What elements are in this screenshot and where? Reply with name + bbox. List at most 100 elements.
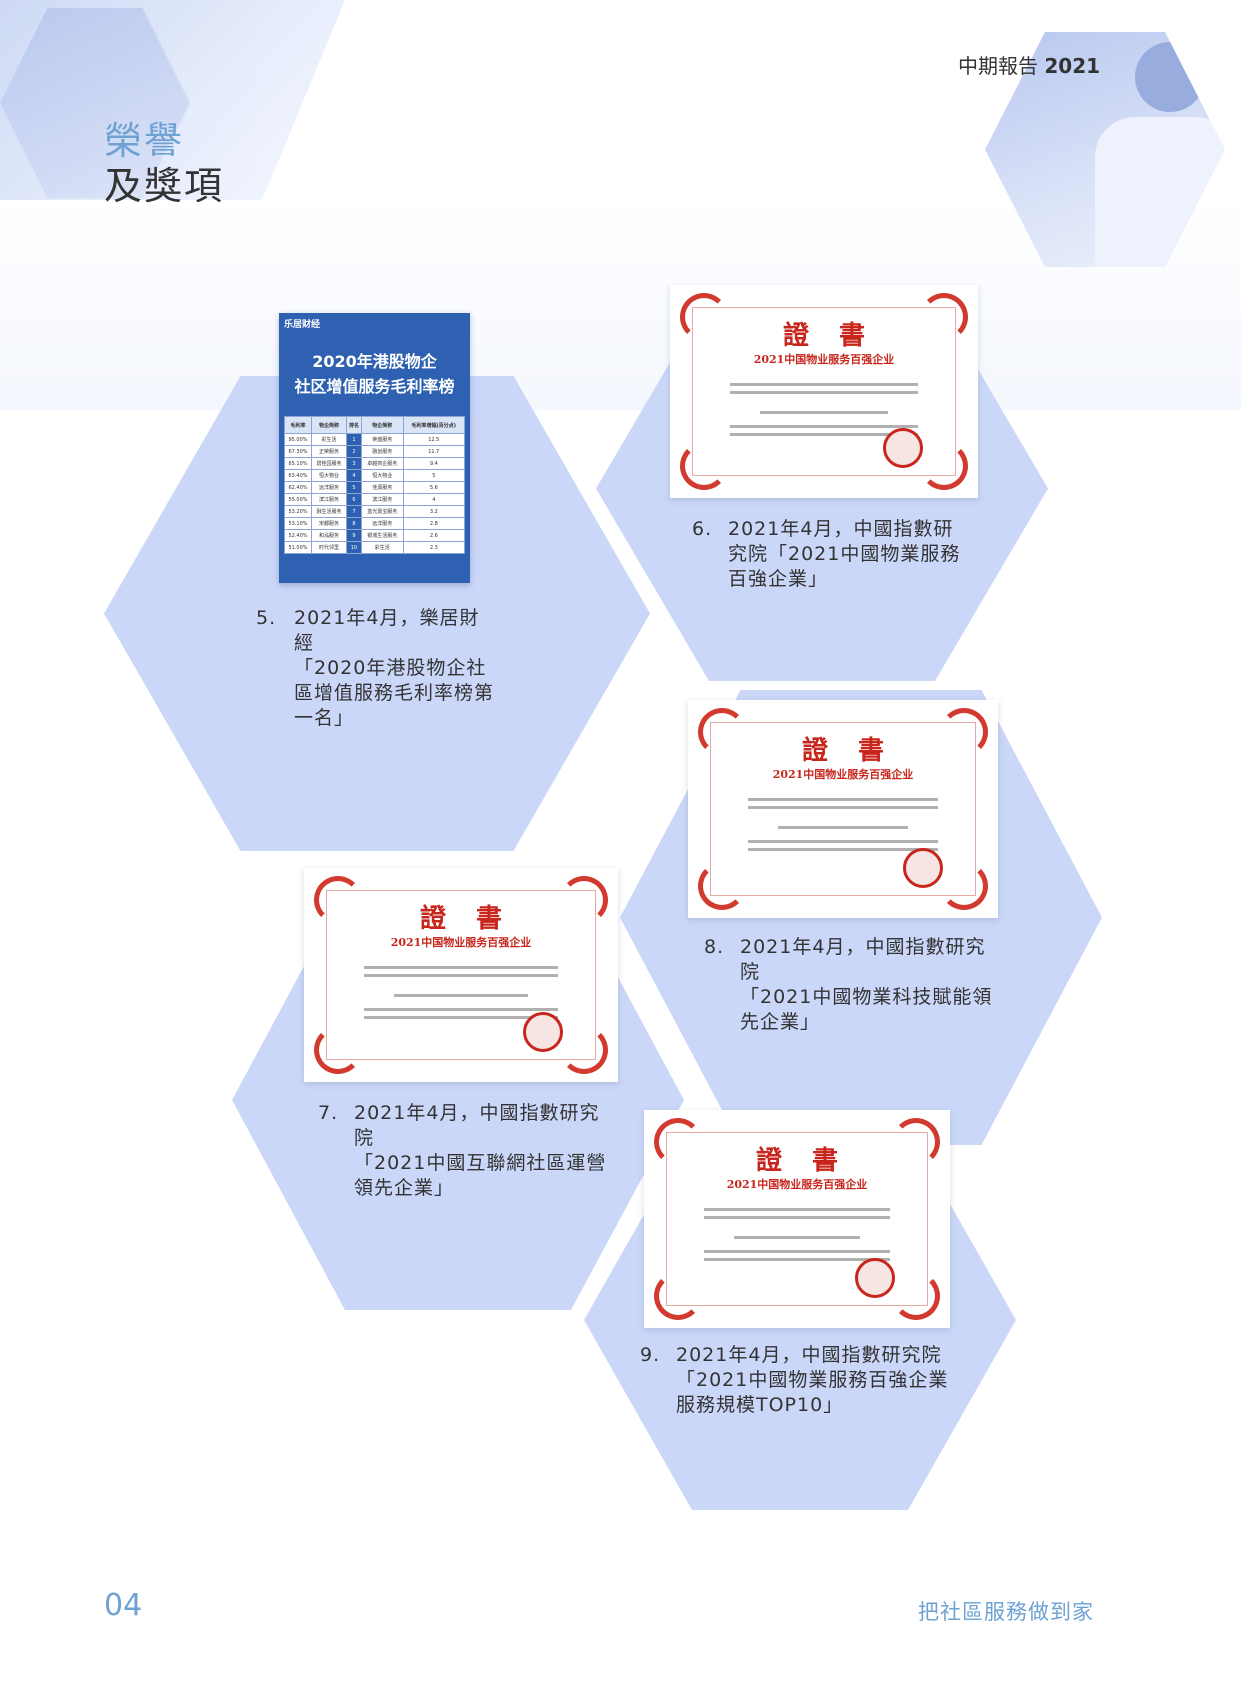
award-text-line: 2021年4月，中國指數研究院 (354, 1102, 600, 1149)
award-caption-9: 9. 2021年4月，中國指數研究院 「2021中國物業服務百強企業 服務規模T… (640, 1343, 960, 1418)
ranking-table-cell: 佳源服务 (360, 481, 404, 494)
ranking-table-cell: 融创服务 (360, 445, 404, 458)
ranking-col-header: 物企简称 (360, 416, 404, 434)
header-photo-left (0, 0, 345, 200)
ranking-table-cell: 53.10% (283, 517, 313, 530)
certificate-heading: 證書 (419, 904, 532, 934)
award-caption-6: 6. 2021年4月，中國指數研 究院「2021中國物業服務 百強企業」 (692, 517, 962, 592)
award-text-line: 先企業」 (740, 1011, 821, 1033)
ranking-table-cell: 67.30% (283, 445, 313, 458)
ranking-table-cell: 宋都服务 (311, 517, 348, 530)
ranking-table-cell: 10 (346, 541, 362, 554)
certificate-heading: 證書 (782, 321, 895, 351)
ranking-table-cell: 12.5 (402, 433, 466, 446)
ranking-table-cell: 5.6 (402, 481, 466, 494)
ranking-table-cell: 2.6 (402, 529, 466, 542)
ranking-table-cell: 2.3 (402, 541, 466, 554)
ranking-table-cell: 卓越商企服务 (360, 457, 404, 470)
page-title-line2: 及獎項 (104, 164, 225, 208)
award-text-line: 服務規模TOP10」 (676, 1394, 844, 1416)
ranking-list-image: 乐居财经 2020年港股物企 社区增值服务毛利率榜 毛利率 物企简称 排名 物企… (279, 313, 470, 583)
certificate-image-7: 證書 2021中国物业服务百强企业 (304, 868, 618, 1082)
award-caption-8: 8. 2021年4月，中國指數研究院 「2021中國物業科技賦能領 先企業」 (704, 935, 1004, 1035)
award-text-line: 「2021中國互聯網社區運營 (354, 1152, 607, 1174)
ranking-table-cell: 9 (346, 529, 362, 542)
award-text-line: 2021年4月，中國指數研究院 (676, 1344, 942, 1366)
award-text-line: 一名」 (294, 707, 355, 729)
ranking-table-cell: 正荣服务 (311, 445, 348, 458)
ranking-table-cell: 碧桂园服务 (311, 457, 348, 470)
ranking-col-header: 排名 (346, 416, 362, 434)
ranking-table-cell: 远洋服务 (360, 517, 404, 530)
ranking-table-cell: 银城生活服务 (360, 529, 404, 542)
ranking-table-cell: 5 (346, 481, 362, 494)
ranking-table-cell: 时代邻里 (311, 541, 348, 554)
award-text-line: 「2021中國物業服務百強企業 (676, 1369, 949, 1391)
ranking-table-cell: 2 (346, 445, 362, 458)
ranking-table-cell: 蓝光嘉宝服务 (360, 505, 404, 518)
certificate-seal-icon (883, 428, 923, 468)
award-text-line: 百強企業」 (728, 568, 829, 590)
ranking-table-cell: 65.10% (283, 457, 313, 470)
certificate-subtitle: 2021中国物业服务百强企业 (390, 936, 532, 949)
ranking-table-cell: 7 (346, 505, 362, 518)
ranking-table-cell: 滨江服务 (311, 493, 348, 506)
ranking-table-cell: 3 (346, 457, 362, 470)
ranking-col-header: 毛利率增幅(百分点) (402, 416, 466, 434)
ranking-table-cell: 5 (402, 469, 466, 482)
award-caption-7: 7. 2021年4月，中國指數研究院 「2021中國互聯網社區運營 領先企業」 (318, 1101, 618, 1201)
certificate-seal-icon (903, 848, 943, 888)
award-text-line: 「2021中國物業科技賦能領 (740, 986, 993, 1008)
award-number: 7. (318, 1102, 339, 1124)
award-text-line: 2021年4月，中國指數研 (728, 518, 954, 540)
ranking-table-cell: 1 (346, 433, 362, 446)
ranking-table-cell: 9.4 (402, 457, 466, 470)
ranking-table-cell: 11.7 (402, 445, 466, 458)
ranking-table-cell: 荣盛服务 (360, 433, 404, 446)
ranking-table-cell: 4 (402, 493, 466, 506)
award-caption-5: 5. 2021年4月，樂居財經 「2020年港股物企社 區增值服務毛利率榜第 一… (256, 606, 496, 731)
award-text-line: 2021年4月，樂居財經 (294, 607, 480, 654)
ranking-table-cell: 95.00% (283, 433, 313, 446)
award-number: 8. (704, 936, 725, 958)
ranking-table-cell: 和泓服务 (311, 529, 348, 542)
ranking-table-cell: 4 (346, 469, 362, 482)
ranking-table-cell: 远洋服务 (311, 481, 348, 494)
certificate-image-8: 證書 2021中国物业服务百强企业 (688, 700, 998, 918)
award-text-line: 領先企業」 (354, 1177, 455, 1199)
ranking-table-cell: 55.00% (283, 493, 313, 506)
certificate-seal-icon (855, 1258, 895, 1298)
ranking-table-cell: 滨江服务 (360, 493, 404, 506)
award-text-line: 「2020年港股物企社 (294, 657, 487, 679)
ranking-table-cell: 53.20% (283, 505, 313, 518)
report-label: 中期報告 2021 (958, 54, 1101, 78)
ranking-table-cell: 6 (346, 493, 362, 506)
certificate-image-6: 證書 2021中国物业服务百强企业 (670, 285, 978, 498)
page-title-line1: 榮譽 (104, 119, 185, 163)
award-text-line: 2021年4月，中國指數研究院 (740, 936, 986, 983)
award-text-line: 區增值服務毛利率榜第 (294, 682, 495, 704)
award-number: 9. (640, 1344, 661, 1366)
ranking-table-cell: 62.40% (283, 481, 313, 494)
ranking-title-line1: 2020年港股物企 (312, 352, 437, 371)
ranking-table-cell: 8 (346, 517, 362, 530)
ranking-table-cell: 恒大物业 (360, 469, 404, 482)
award-text-line: 究院「2021中國物業服務 (728, 543, 961, 565)
certificate-subtitle: 2021中国物业服务百强企业 (726, 1178, 868, 1191)
ranking-col-header: 毛利率 (283, 416, 313, 434)
footer-slogan: 把社區服務做到家 (918, 1600, 1094, 1624)
ranking-table-cell: 51.00% (283, 541, 313, 554)
ranking-table-cell: 恒大物业 (311, 469, 348, 482)
ranking-table-cell: 2.8 (402, 517, 466, 530)
